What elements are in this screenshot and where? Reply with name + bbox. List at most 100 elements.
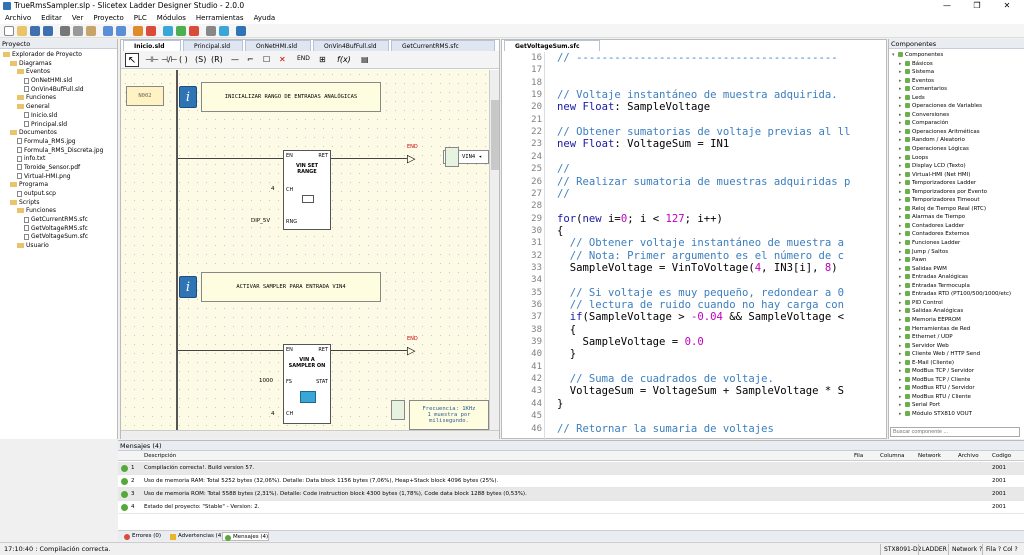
settings-icon[interactable] (206, 26, 216, 36)
component-category[interactable]: ▸Contadores Ladder (889, 222, 1024, 231)
monitor-icon[interactable] (163, 26, 173, 36)
menu-archivo[interactable]: Archivo (5, 14, 32, 22)
component-category[interactable]: ▸Random / Aleatorio (889, 136, 1024, 145)
redo-icon[interactable] (116, 26, 126, 36)
component-category[interactable]: ▸Entradas Analógicas (889, 273, 1024, 282)
code-line[interactable]: // Retornar la sumaria de voltajes (557, 422, 774, 435)
save-all-icon[interactable] (43, 26, 53, 36)
vline-icon[interactable]: ⌐ (247, 55, 254, 64)
expand-icon[interactable]: ▸ (899, 299, 902, 306)
expand-icon[interactable]: ▸ (899, 274, 902, 281)
code-line[interactable]: // Obtener sumatorias de voltaje previas… (557, 126, 851, 139)
code-line[interactable]: // (557, 163, 570, 176)
expand-icon[interactable]: ▸ (899, 359, 902, 366)
component-category[interactable]: ▸Virtual-HMI (Net HMI) (889, 171, 1024, 180)
expand-icon[interactable]: ▸ (899, 214, 902, 221)
expand-icon[interactable]: ▸ (899, 128, 902, 135)
expand-icon[interactable]: ▸ (899, 60, 902, 67)
expand-icon[interactable]: ▸ (899, 86, 902, 93)
expand-icon[interactable]: ▸ (899, 240, 902, 247)
menu-herramientas[interactable]: Herramientas (195, 14, 244, 22)
col-descripcion[interactable]: Descripción (144, 453, 177, 459)
expand-icon[interactable]: ▸ (899, 334, 902, 341)
menu-plc[interactable]: PLC (133, 14, 147, 22)
compile-icon[interactable] (133, 26, 143, 36)
component-category[interactable]: ▸Comparación (889, 119, 1024, 128)
project-tree-item[interactable]: info.txt (0, 155, 117, 164)
component-category[interactable]: ▸Entradas RTD (PT100/500/1000/etc) (889, 290, 1024, 299)
component-category[interactable]: ▸Loops (889, 154, 1024, 163)
project-tree-item[interactable]: GetVoltageRMS.sfc (0, 225, 117, 234)
contact-nc-icon[interactable]: ⊣/⊢ (161, 55, 178, 64)
code-line[interactable]: // Obtener voltaje instantáneo de muestr… (569, 237, 845, 250)
component-category[interactable]: ▸Sistema (889, 68, 1024, 77)
expand-icon[interactable]: ▸ (899, 393, 902, 400)
tab-onnethmi[interactable]: OnNetHMI.sld (245, 40, 311, 51)
vin-set-range-block[interactable]: EN RET VIN SET RANGE CH RNG (283, 150, 331, 230)
expand-icon[interactable]: ▸ (899, 120, 902, 127)
component-category[interactable]: ▸PID Control (889, 299, 1024, 308)
expand-icon[interactable]: ▸ (899, 188, 902, 195)
component-category[interactable]: ▸Pawn (889, 256, 1024, 265)
expand-icon[interactable]: ▸ (899, 291, 902, 298)
expand-icon[interactable]: ▸ (899, 402, 902, 409)
expand-icon[interactable]: ▸ (899, 231, 902, 238)
component-category[interactable]: ▸Temporizadores Timeout (889, 196, 1024, 205)
project-tree-item[interactable]: Virtual-HMI.png (0, 173, 117, 182)
component-category[interactable]: ▸Contadores Externos (889, 230, 1024, 239)
ladder-hscroll[interactable] (121, 430, 499, 439)
save-icon[interactable] (30, 26, 40, 36)
expand-icon[interactable]: ▸ (899, 205, 902, 212)
project-tree-item[interactable]: GetCurrentRMS.sfc (0, 216, 117, 225)
tab-inicio[interactable]: Inicio.sld (123, 40, 181, 51)
col-fila[interactable]: Fila (854, 453, 864, 459)
expand-icon[interactable]: ▸ (899, 163, 902, 170)
project-tree-item[interactable]: Formula_RMS_Discreta.jpg (0, 147, 117, 156)
tab-advertencias[interactable]: Advertencias (4) (168, 532, 223, 541)
code-text-area[interactable]: 16// -----------------------------------… (502, 52, 886, 440)
component-category[interactable]: ▸Temporizadores Ladder (889, 179, 1024, 188)
delete-icon[interactable]: ✕ (279, 55, 286, 64)
menu-modulos[interactable]: Módulos (156, 14, 186, 22)
component-category[interactable]: ▸Salidas PWM (889, 265, 1024, 274)
new-icon[interactable] (4, 26, 14, 36)
expand-icon[interactable]: ▸ (899, 351, 902, 358)
col-columna[interactable]: Columna (880, 453, 905, 459)
menu-proyecto[interactable]: Proyecto (93, 14, 124, 22)
component-category[interactable]: ▸Leds (889, 94, 1024, 103)
vin-a-sampler-on-block[interactable]: EN RET VIN A SAMPLER ON FS STAT CH (283, 344, 331, 424)
project-tree-item[interactable]: Inicio.sld (0, 112, 117, 121)
project-tree-item[interactable]: Explorador de Proyecto (0, 51, 117, 60)
component-category[interactable]: ▸Servidor Web (889, 342, 1024, 351)
expand-icon[interactable]: ▸ (899, 265, 902, 272)
paste-icon[interactable] (86, 26, 96, 36)
code-line[interactable]: SampleVoltage = VinToVoltage(4, IN3[i], … (557, 261, 838, 274)
col-codigo[interactable]: Codigo (992, 453, 1012, 459)
expand-icon[interactable]: ▸ (899, 94, 902, 101)
hline-icon[interactable]: — (231, 55, 239, 64)
function-icon[interactable]: f(x) (337, 55, 351, 64)
comment-icon[interactable]: ▤ (361, 55, 369, 64)
expand-icon[interactable]: ▸ (899, 146, 902, 153)
tab-principal[interactable]: Principal.sld (183, 40, 243, 51)
code-line[interactable]: // Voltaje instantáneo de muestra adquir… (557, 89, 838, 102)
expand-icon[interactable]: ▸ (899, 77, 902, 84)
expand-icon[interactable]: ▸ (899, 410, 902, 417)
code-line[interactable]: VoltageSum = VoltageSum + SampleVoltage … (557, 385, 845, 398)
component-category[interactable]: ▸Alarmas de Tiempo (889, 213, 1024, 222)
copy-icon[interactable] (73, 26, 83, 36)
block-icon[interactable]: ☐ (263, 55, 271, 64)
component-category[interactable]: ▸Operaciones Aritméticas (889, 128, 1024, 137)
component-category[interactable]: ▸Memoria EEPROM (889, 316, 1024, 325)
component-search-input[interactable] (890, 427, 1020, 437)
component-category[interactable]: ▸Eventos (889, 77, 1024, 86)
component-category[interactable]: ▸Básicos (889, 60, 1024, 69)
project-tree-item[interactable]: output.scp (0, 190, 117, 199)
code-line[interactable]: } (557, 397, 564, 410)
stop-icon[interactable] (189, 26, 199, 36)
download-icon[interactable] (146, 26, 156, 36)
component-category[interactable]: ▸Comentarios (889, 85, 1024, 94)
project-tree-item[interactable]: Documentos (0, 129, 117, 138)
